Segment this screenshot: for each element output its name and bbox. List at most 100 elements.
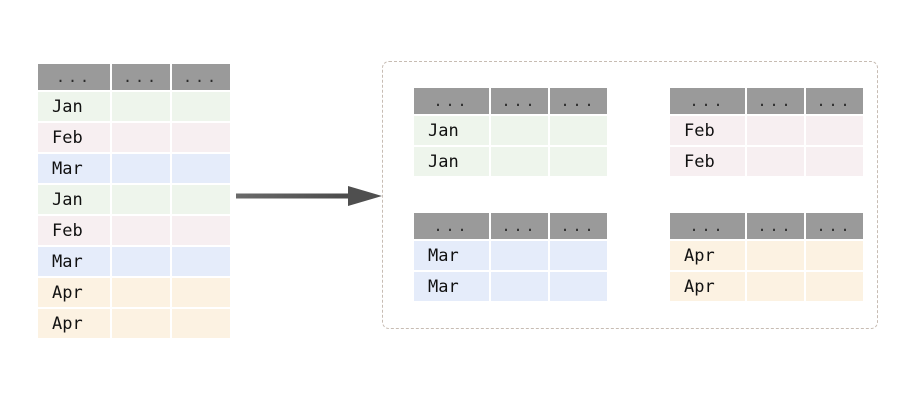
column-header-dots: ...	[433, 217, 470, 235]
table-row: Apr	[38, 309, 230, 338]
group-feb-column-header-3: ...	[806, 88, 863, 114]
row-value-cell	[550, 272, 607, 301]
row-value-cell	[172, 154, 230, 183]
group-jan-body: Jan Jan	[414, 116, 607, 176]
row-value-cell	[747, 241, 804, 270]
row-value-cell	[491, 241, 548, 270]
group-table-apr: ... ... ... Apr Apr	[668, 211, 865, 303]
column-header-dots: ...	[757, 92, 794, 110]
row-value-cell	[806, 147, 863, 176]
row-value-cell	[747, 147, 804, 176]
column-header-dots: ...	[689, 217, 726, 235]
column-header-dots: ...	[55, 68, 93, 86]
row-label-cell: Jan	[38, 185, 110, 214]
group-apr-body: Apr Apr	[670, 241, 863, 301]
table-row: Feb	[670, 147, 863, 176]
row-value-cell	[172, 123, 230, 152]
row-value-cell	[491, 147, 548, 176]
row-value-cell	[806, 241, 863, 270]
group-apr-column-header-1: ...	[670, 213, 745, 239]
column-header-dots: ...	[816, 92, 853, 110]
column-header-dots: ...	[122, 68, 160, 86]
table-row: Jan	[38, 92, 230, 121]
group-apr-column-header-2: ...	[747, 213, 804, 239]
group-table-feb: ... ... ... Feb Feb	[668, 86, 865, 178]
row-value-cell	[747, 272, 804, 301]
row-label-cell: Jan	[414, 116, 489, 145]
column-header-dots: ...	[689, 92, 726, 110]
group-mar-body: Mar Mar	[414, 241, 607, 301]
row-value-cell	[550, 147, 607, 176]
row-value-cell	[112, 92, 170, 121]
table-row: Jan	[414, 116, 607, 145]
row-value-cell	[491, 272, 548, 301]
group-apr-column-header-3: ...	[806, 213, 863, 239]
source-table: ... ... ... Jan Feb Mar Jan Feb Mar Apr …	[36, 62, 232, 340]
column-header-dots: ...	[501, 217, 538, 235]
row-value-cell	[172, 309, 230, 338]
row-label-cell: Mar	[414, 241, 489, 270]
group-table-mar: ... ... ... Mar Mar	[412, 211, 609, 303]
group-feb-column-header-2: ...	[747, 88, 804, 114]
row-label-cell: Apr	[38, 278, 110, 307]
column-header-dots: ...	[816, 217, 853, 235]
row-value-cell	[172, 278, 230, 307]
table-row: Mar	[414, 241, 607, 270]
row-value-cell	[550, 116, 607, 145]
group-jan-header-row: ... ... ...	[414, 88, 607, 114]
table-row: Apr	[670, 241, 863, 270]
source-column-header-3: ...	[172, 64, 230, 90]
row-label-cell: Apr	[670, 241, 745, 270]
table-row: Feb	[670, 116, 863, 145]
row-value-cell	[112, 123, 170, 152]
table-row: Feb	[38, 216, 230, 245]
group-mar-column-header-2: ...	[491, 213, 548, 239]
row-label-cell: Feb	[38, 123, 110, 152]
right-arrow-icon	[236, 186, 382, 206]
column-header-dots: ...	[433, 92, 470, 110]
table-row: Feb	[38, 123, 230, 152]
column-header-dots: ...	[560, 92, 597, 110]
source-column-header-2: ...	[112, 64, 170, 90]
source-table-body: Jan Feb Mar Jan Feb Mar Apr Apr	[38, 92, 230, 338]
row-value-cell	[172, 92, 230, 121]
row-value-cell	[112, 278, 170, 307]
row-value-cell	[112, 309, 170, 338]
group-jan-column-header-1: ...	[414, 88, 489, 114]
row-value-cell	[747, 116, 804, 145]
row-label-cell: Mar	[38, 247, 110, 276]
source-column-header-1: ...	[38, 64, 110, 90]
column-header-dots: ...	[757, 217, 794, 235]
column-header-dots: ...	[501, 92, 538, 110]
row-value-cell	[112, 185, 170, 214]
table-row: Jan	[414, 147, 607, 176]
group-mar-column-header-1: ...	[414, 213, 489, 239]
group-mar-header-row: ... ... ...	[414, 213, 607, 239]
table-row: Jan	[38, 185, 230, 214]
column-header-dots: ...	[182, 68, 220, 86]
row-label-cell: Jan	[414, 147, 489, 176]
group-apr-header-row: ... ... ...	[670, 213, 863, 239]
groups-container	[382, 61, 878, 329]
row-label-cell: Mar	[38, 154, 110, 183]
row-value-cell	[806, 272, 863, 301]
row-value-cell	[491, 116, 548, 145]
table-row: Mar	[414, 272, 607, 301]
table-row: Apr	[38, 278, 230, 307]
group-jan-column-header-3: ...	[550, 88, 607, 114]
row-label-cell: Apr	[670, 272, 745, 301]
row-label-cell: Jan	[38, 92, 110, 121]
row-label-cell: Feb	[670, 116, 745, 145]
row-value-cell	[550, 241, 607, 270]
group-feb-header-row: ... ... ...	[670, 88, 863, 114]
row-value-cell	[112, 154, 170, 183]
row-value-cell	[172, 216, 230, 245]
row-value-cell	[112, 247, 170, 276]
group-feb-body: Feb Feb	[670, 116, 863, 176]
row-value-cell	[112, 216, 170, 245]
row-value-cell	[172, 185, 230, 214]
row-label-cell: Feb	[38, 216, 110, 245]
row-label-cell: Feb	[670, 147, 745, 176]
table-row: Mar	[38, 154, 230, 183]
